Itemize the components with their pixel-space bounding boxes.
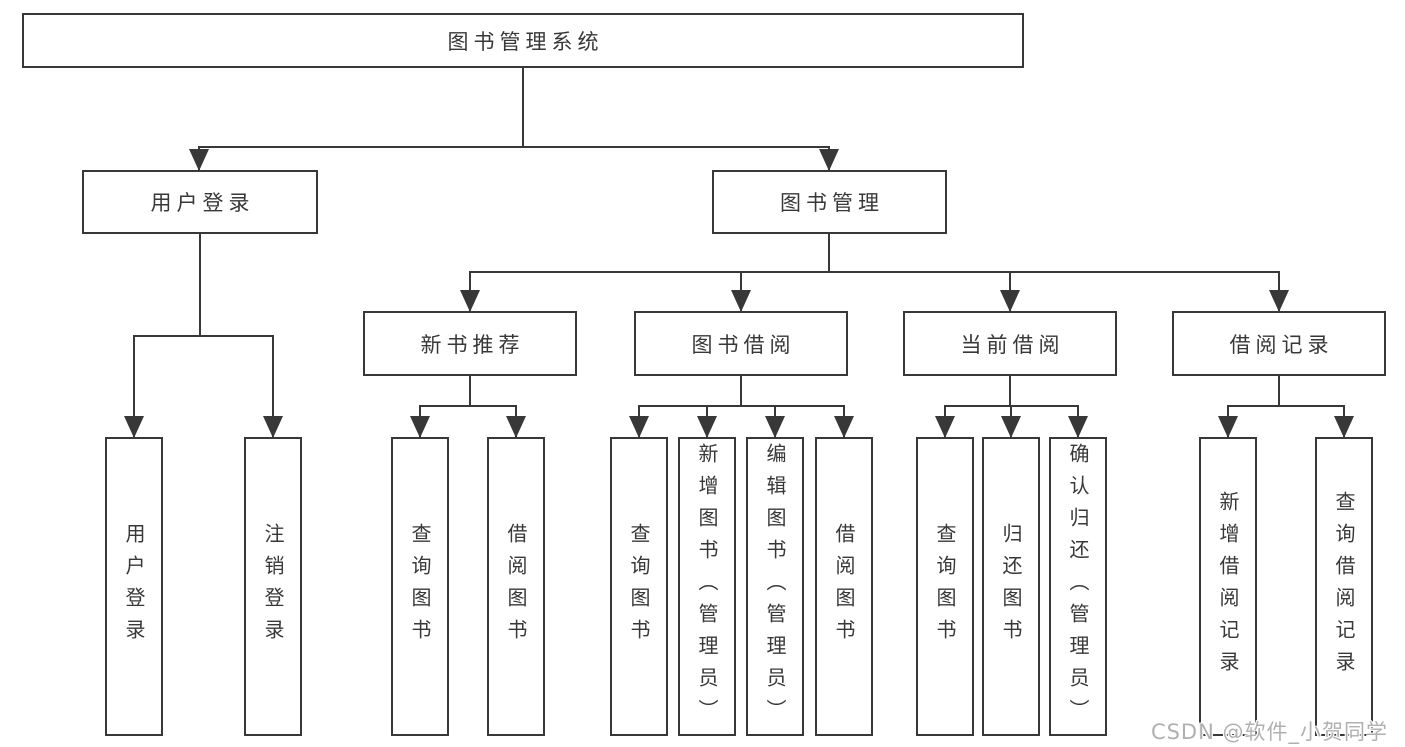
node-book-borrow: 图书借阅 (634, 311, 848, 376)
leaf-query-books-recommend-label: 查询图书 (408, 522, 432, 651)
leaf-query-books-current: 查询图书 (916, 437, 974, 736)
leaf-add-borrow-record: 新增借阅记录 (1199, 437, 1257, 736)
leaf-add-book-admin-label: 新增图书（管理员） (695, 442, 719, 731)
csdn-watermark: CSDN @软件_小贺同学 (1150, 720, 1388, 744)
leaf-confirm-return-admin: 确认归还（管理员） (1049, 437, 1107, 736)
node-borrow-records: 借阅记录 (1172, 311, 1386, 376)
leaf-borrow-books-label: 借阅图书 (832, 522, 856, 651)
node-user-login: 用户登录 (82, 170, 318, 234)
leaf-query-books-recommend: 查询图书 (391, 437, 449, 736)
leaf-return-book-label: 归还图书 (999, 522, 1023, 651)
leaf-borrow-books-recommend: 借阅图书 (487, 437, 545, 736)
leaf-edit-book-admin-label: 编辑图书（管理员） (763, 442, 787, 731)
leaf-query-books-borrow: 查询图书 (610, 437, 668, 736)
leaf-query-books-borrow-label: 查询图书 (627, 522, 651, 651)
leaf-add-book-admin: 新增图书（管理员） (678, 437, 736, 736)
leaf-query-borrow-record: 查询借阅记录 (1315, 437, 1373, 736)
leaf-user-login: 用户登录 (105, 437, 163, 736)
leaf-logout: 注销登录 (244, 437, 302, 736)
leaf-return-book: 归还图书 (982, 437, 1040, 736)
leaf-borrow-books-recommend-label: 借阅图书 (504, 522, 528, 651)
node-book-management: 图书管理 (712, 170, 947, 234)
leaf-query-books-current-label: 查询图书 (933, 522, 957, 651)
connector-trunks (133, 67, 1345, 407)
leaf-user-login-label: 用户登录 (122, 522, 146, 651)
node-current-borrow: 当前借阅 (903, 311, 1117, 376)
leaf-confirm-return-admin-label: 确认归还（管理员） (1066, 442, 1090, 731)
leaf-edit-book-admin: 编辑图书（管理员） (746, 437, 804, 736)
leaf-borrow-books: 借阅图书 (815, 437, 873, 736)
leaf-add-borrow-record-label: 新增借阅记录 (1216, 490, 1240, 683)
leaf-query-borrow-record-label: 查询借阅记录 (1332, 490, 1356, 683)
node-new-book-recommend: 新书推荐 (363, 311, 577, 376)
leaf-logout-label: 注销登录 (261, 522, 285, 651)
node-library-system: 图书管理系统 (22, 13, 1024, 68)
